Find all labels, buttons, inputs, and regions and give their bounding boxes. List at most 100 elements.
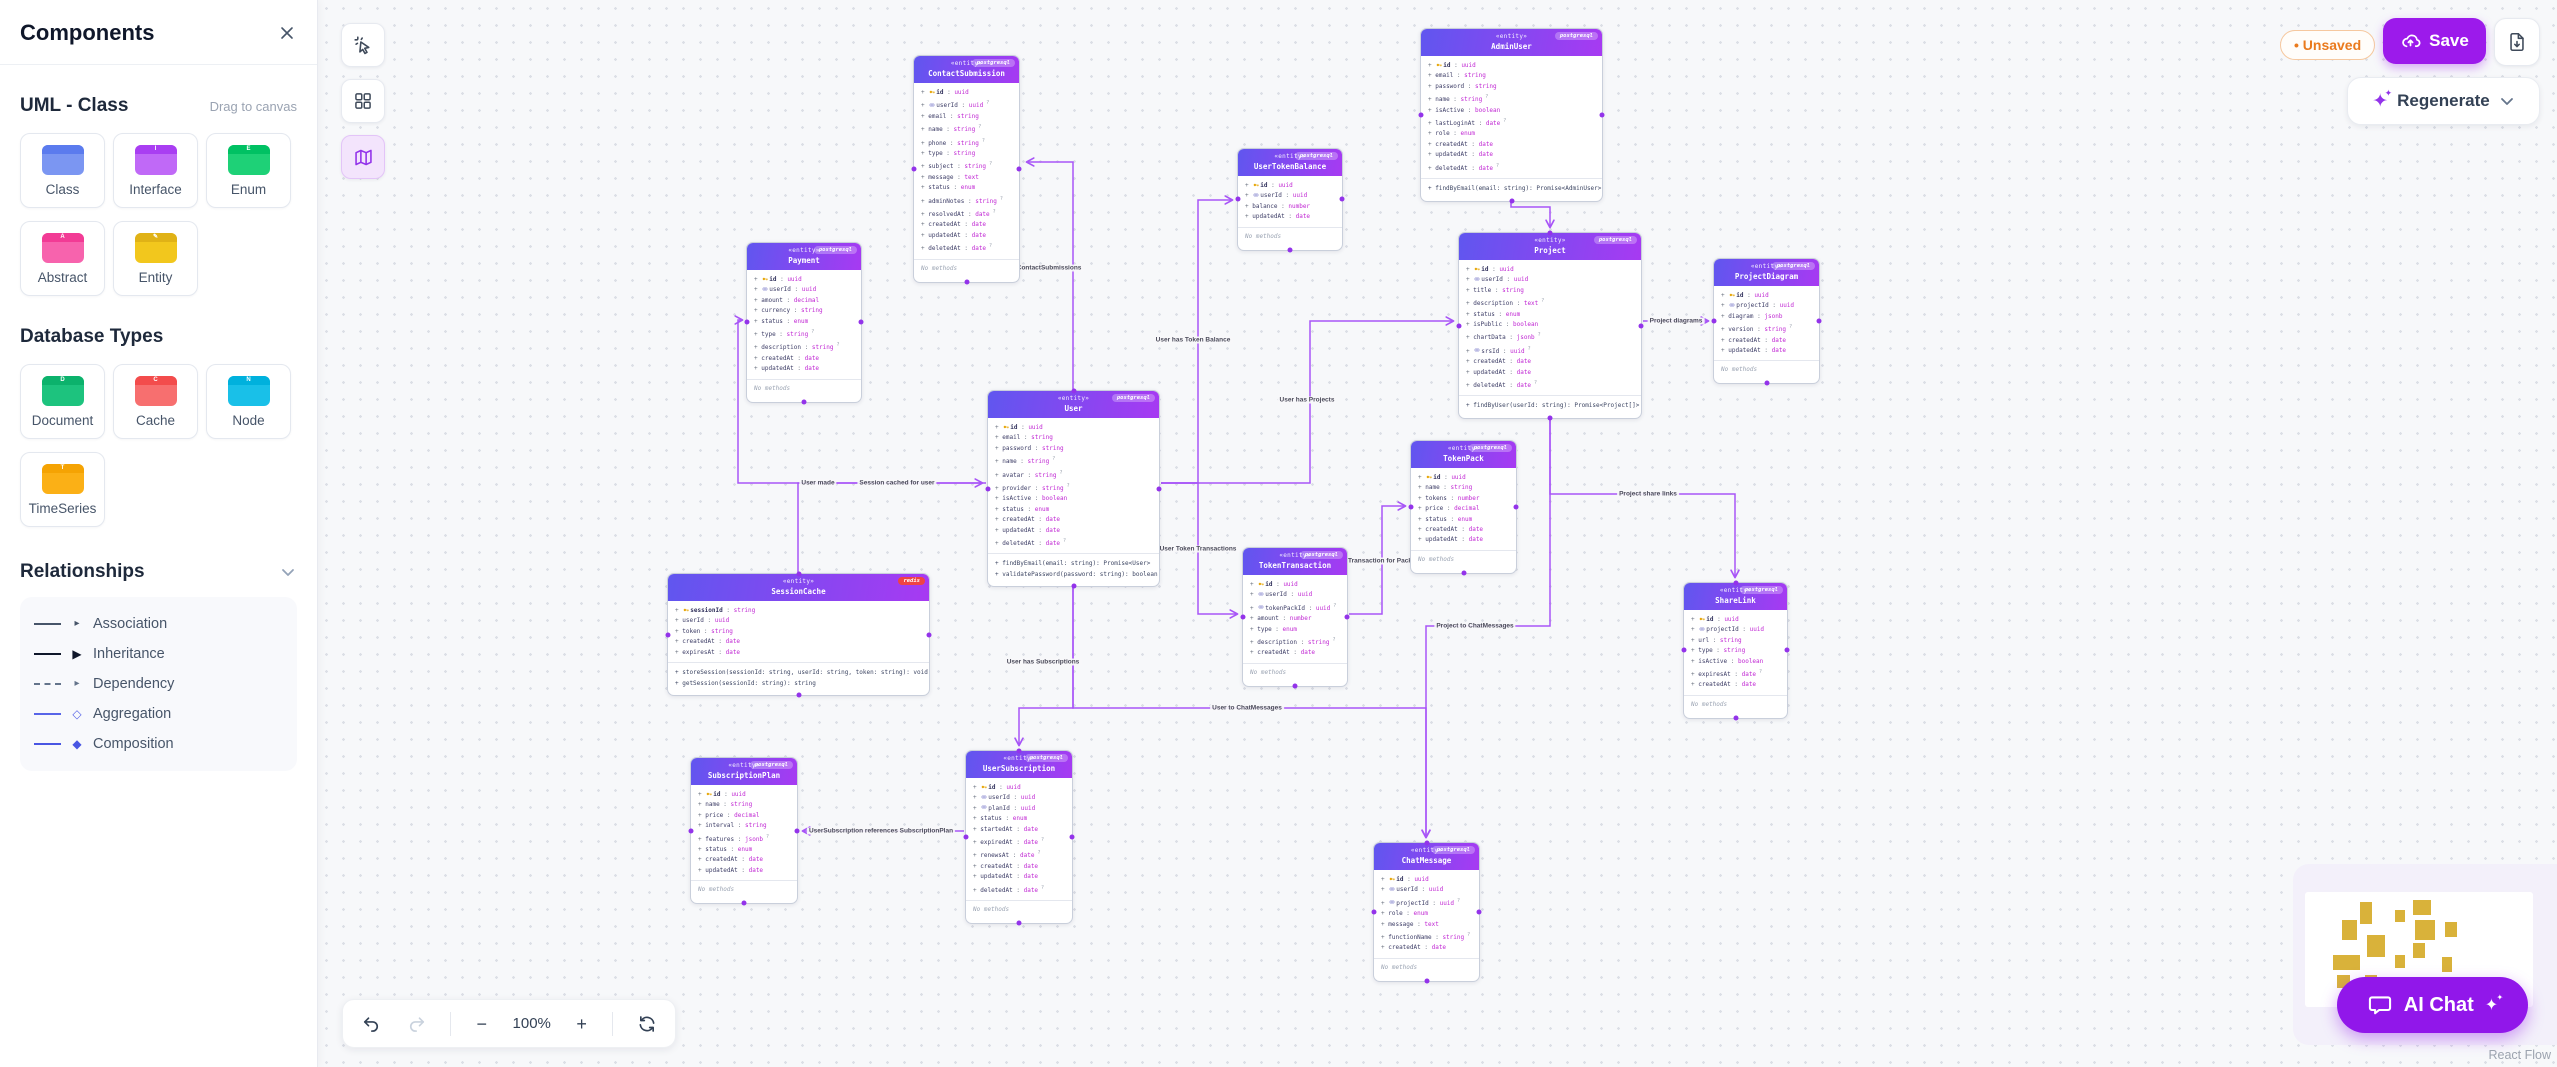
connection-handle-top[interactable] [796, 571, 801, 577]
connection-handle-right[interactable] [794, 828, 800, 834]
connection-handle-right[interactable] [1476, 909, 1482, 915]
chevron-down-icon[interactable] [279, 563, 297, 581]
connection-handle-bottom[interactable] [1016, 920, 1022, 926]
connection-handle-bottom[interactable] [741, 900, 747, 906]
field-row: + status : enum [1466, 310, 1521, 318]
connection-handle-right[interactable] [1069, 834, 1075, 840]
reactflow-attribution[interactable]: React Flow [2488, 1048, 2551, 1062]
divider [450, 1011, 451, 1036]
zoom-out-button[interactable]: − [473, 1013, 492, 1035]
connection-handle-bottom[interactable] [1287, 247, 1293, 253]
connection-handle-left[interactable] [744, 319, 750, 325]
connection-handle-left[interactable] [1681, 647, 1687, 653]
close-icon[interactable] [277, 23, 297, 43]
connection-handle-right[interactable] [1513, 504, 1519, 510]
connection-handle-left[interactable] [665, 632, 671, 638]
node-title: User [1064, 404, 1083, 413]
connection-handle-bottom[interactable] [796, 692, 801, 698]
redo-button[interactable] [405, 1012, 429, 1036]
connection-handle-left[interactable] [985, 486, 991, 492]
connection-handle-right[interactable] [1344, 614, 1350, 620]
field-row: + adminNotes : string ? [921, 195, 1003, 205]
connection-handle-bottom[interactable] [1764, 380, 1769, 386]
zoom-in-button[interactable]: + [572, 1013, 591, 1035]
connection-handle-bottom[interactable] [1071, 583, 1076, 589]
connection-handle-right[interactable] [1599, 112, 1605, 118]
connection-handle-left[interactable] [1408, 504, 1414, 510]
connection-handle-left[interactable] [1371, 909, 1377, 915]
ai-chat-button[interactable]: AI Chat ✦✦ [2337, 977, 2528, 1033]
undo-button[interactable] [359, 1012, 383, 1036]
field-row: + password : string [995, 444, 1064, 452]
connection-handle-right[interactable] [1638, 323, 1644, 329]
field-row: + updatedAt : date [754, 365, 820, 373]
connection-handle-right[interactable] [1784, 647, 1790, 653]
export-file-button[interactable] [2494, 18, 2540, 66]
connection-handle-right[interactable] [1339, 196, 1345, 202]
relationship-marker-icon: ▶ [72, 647, 82, 661]
pointer-tool-button[interactable] [341, 23, 385, 67]
relationship-line-sample [34, 713, 61, 715]
connection-handle-left[interactable] [1240, 614, 1246, 620]
node-methods: + findByUser(userId: string): Promise<Pr… [1459, 396, 1641, 418]
save-button[interactable]: Save [2383, 18, 2486, 64]
connection-handle-bottom[interactable] [1509, 198, 1514, 204]
connection-handle-left[interactable] [688, 828, 694, 834]
connection-handle-right[interactable] [1016, 166, 1022, 172]
connection-handle-top[interactable] [1733, 580, 1738, 586]
grid-tool-button[interactable] [341, 79, 385, 123]
connection-handle-right[interactable] [1156, 486, 1162, 492]
connection-handle-bottom[interactable] [1424, 978, 1429, 984]
node-shape-icon: ✎ [134, 233, 177, 263]
connection-handle-bottom[interactable] [1292, 683, 1298, 689]
link-icon [1253, 193, 1259, 197]
regenerate-button[interactable]: ✦✦ Regenerate [2347, 77, 2540, 125]
connection-handle-top[interactable] [1424, 840, 1429, 846]
connection-handle-left[interactable] [1711, 318, 1717, 324]
connection-handle-left[interactable] [963, 834, 969, 840]
map-tool-button[interactable] [341, 135, 385, 179]
connection-handle-right[interactable] [1816, 318, 1822, 324]
connection-handle-right[interactable] [926, 632, 932, 638]
connection-handle-bottom[interactable] [1461, 570, 1466, 576]
field-row: + id : uuid [1250, 581, 1298, 588]
connection-handle-bottom[interactable] [801, 399, 807, 405]
connection-handle-top[interactable] [1016, 748, 1022, 754]
connection-handle-bottom[interactable] [1733, 715, 1738, 721]
fit-view-refresh-button[interactable] [635, 1012, 659, 1036]
node-fields: + id : uuid+ userId : uuid+ amount : dec… [747, 270, 861, 380]
connection-handle-left[interactable] [1235, 196, 1241, 202]
connection-handle-bottom[interactable] [1547, 415, 1553, 421]
connection-handle-top[interactable] [1547, 230, 1553, 236]
connection-handle-top[interactable] [1071, 388, 1076, 394]
connection-handle-right[interactable] [858, 319, 864, 325]
connection-handle-left[interactable] [1418, 112, 1424, 118]
connection-handle-left[interactable] [911, 166, 917, 172]
component-card-entity[interactable]: ✎Entity [113, 221, 198, 296]
connection-handle-left[interactable] [1456, 323, 1462, 329]
connection-handle-bottom[interactable] [964, 279, 969, 285]
component-card-class[interactable]: Class [20, 133, 105, 208]
